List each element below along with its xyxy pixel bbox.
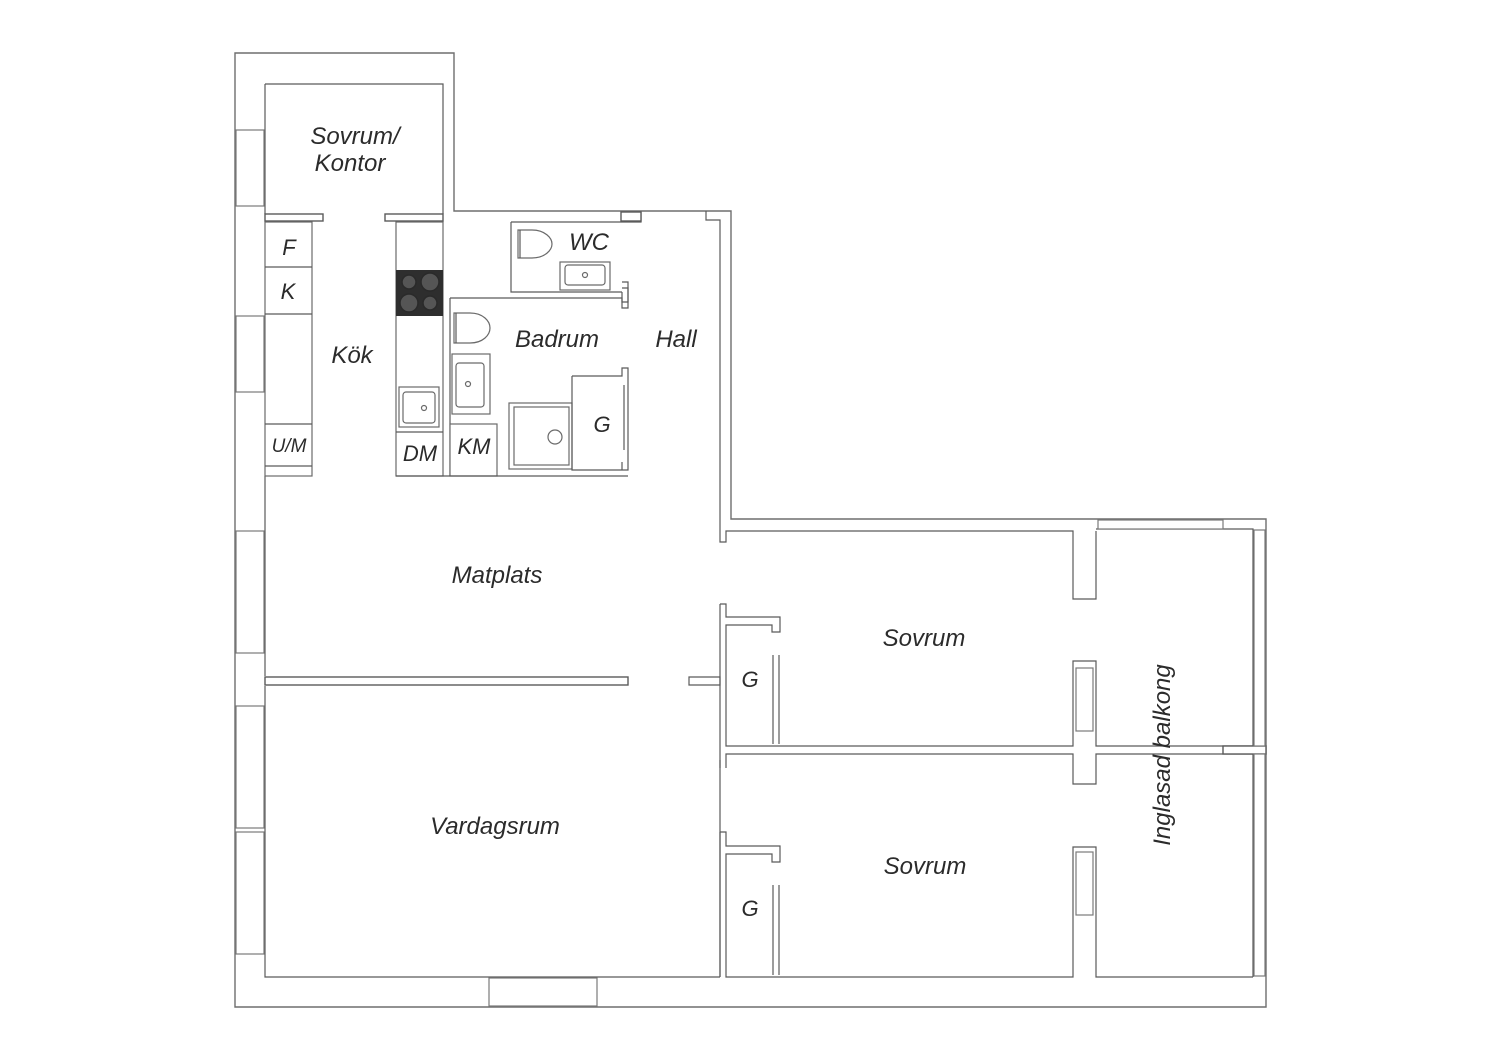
kitchen-counter-right	[395, 221, 444, 477]
hall-wall	[705, 211, 1097, 600]
window	[1097, 519, 1224, 530]
window	[235, 129, 265, 207]
burner-icon	[420, 272, 440, 292]
room-label-kok: Kök	[331, 342, 374, 369]
window	[235, 530, 265, 654]
kitchen-sink-basin	[402, 391, 436, 424]
room-label-matplats: Matplats	[452, 562, 543, 589]
wall-segment	[264, 676, 629, 686]
fixture-label-wardrobe: G	[741, 667, 758, 692]
toilet-icon	[453, 312, 491, 344]
room-label-sovrum-kontor: Sovrum/	[310, 123, 402, 150]
wall-segment	[264, 213, 324, 222]
fixture-label-wardrobe: G	[741, 896, 758, 921]
window	[488, 977, 598, 1007]
balcony-divider	[1222, 745, 1267, 755]
window	[235, 831, 265, 955]
fixture-label-dishwasher: DM	[403, 441, 438, 466]
room-label-vardagsrum: Vardagsrum	[430, 813, 560, 840]
room-label-wc: WC	[569, 229, 610, 256]
room-label-sovrum-kontor: Kontor	[315, 150, 387, 177]
wc-wall-stub	[620, 211, 642, 222]
room-label-hall: Hall	[655, 326, 697, 353]
burner-icon	[399, 293, 419, 313]
window	[1253, 529, 1266, 747]
window-bedroom	[1075, 667, 1094, 732]
fixture-label-washer: KM	[458, 434, 492, 459]
kitchen-counter-left	[264, 221, 313, 477]
interior-wall-line	[264, 83, 721, 978]
window-bedroom	[1075, 851, 1094, 916]
window	[1253, 753, 1266, 977]
room-label-inglasad-balkong: Inglasad balkong	[1149, 664, 1176, 846]
shower-drain-icon	[547, 429, 563, 445]
toilet-icon	[517, 229, 553, 259]
room-label-badrum: Badrum	[515, 326, 599, 353]
faucet-icon	[464, 380, 472, 388]
faucet-icon	[420, 404, 428, 412]
fixture-label-oven: U/M	[272, 436, 307, 457]
faucet-icon	[581, 271, 589, 279]
room-label-sovrum-lower: Sovrum	[884, 853, 967, 880]
washer-box	[449, 423, 498, 477]
fixture-label-freezer: K	[281, 279, 297, 304]
bedroom-upper-wall	[719, 603, 1266, 768]
bedroom-middle-wall	[725, 753, 1266, 785]
exterior-outline	[234, 52, 1267, 1008]
bedroom-lower-wall	[719, 831, 1253, 978]
fixture-label-fridge: F	[282, 235, 297, 260]
window	[235, 705, 265, 829]
wardrobe-wall	[571, 367, 629, 471]
wall-segment	[688, 676, 721, 686]
window	[235, 315, 265, 393]
burner-icon	[422, 295, 438, 311]
wall-segment	[384, 213, 444, 222]
fixture-label-wardrobe: G	[593, 412, 610, 437]
room-label-sovrum-upper: Sovrum	[883, 625, 966, 652]
burner-icon	[401, 274, 417, 290]
